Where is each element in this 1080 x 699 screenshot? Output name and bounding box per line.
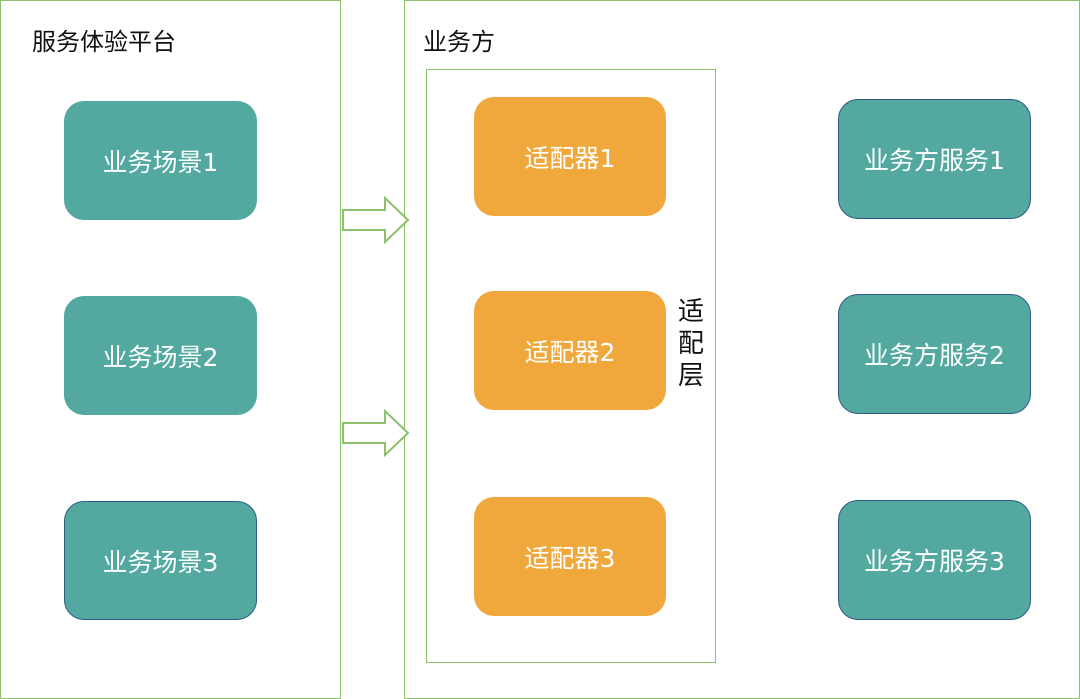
business-service-2: 业务方服务2 — [838, 294, 1031, 414]
adapter-layer-label-char-2: 配 — [677, 329, 704, 359]
adapter-layer-label: 适 配 层 — [674, 296, 708, 392]
business-service-3: 业务方服务3 — [838, 500, 1031, 620]
business-service-1: 业务方服务1 — [838, 99, 1031, 219]
adapter-1: 适配器1 — [474, 97, 666, 216]
business-party-title: 业务方 — [423, 28, 495, 56]
adapter-layer-label-char-1: 适 — [677, 297, 704, 327]
adapter-layer-label-char-3: 层 — [677, 361, 704, 391]
business-scene-3: 业务场景3 — [64, 501, 257, 620]
business-scene-2: 业务场景2 — [64, 296, 257, 415]
service-platform-title: 服务体验平台 — [32, 28, 176, 56]
adapter-3: 适配器3 — [474, 497, 666, 616]
business-scene-1: 业务场景1 — [64, 101, 257, 220]
right-arrow-icon — [342, 196, 410, 244]
right-arrow-icon — [342, 409, 410, 457]
adapter-2: 适配器2 — [474, 291, 666, 410]
